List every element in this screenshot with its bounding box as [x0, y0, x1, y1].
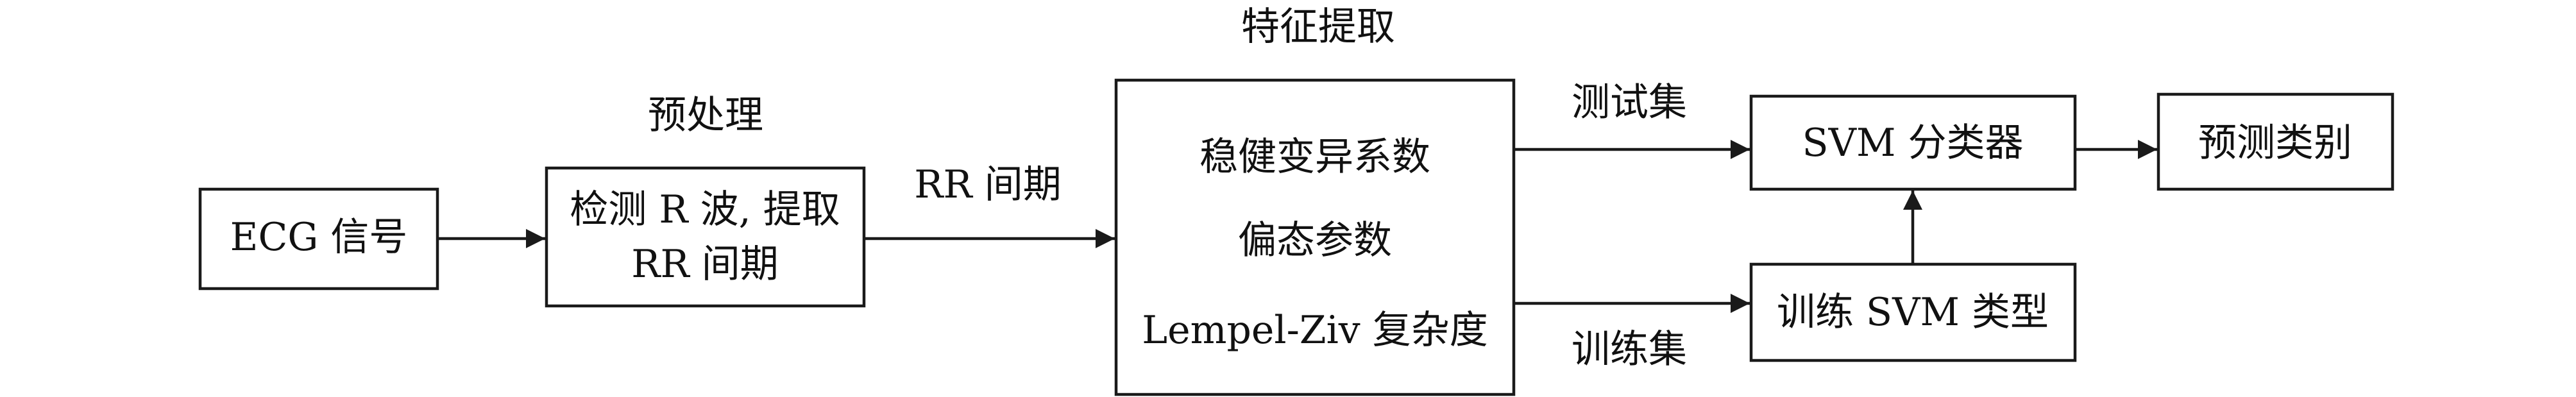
feature-extraction-box — [1114, 78, 1516, 396]
predict-class-label: 预测类别 — [2198, 121, 2352, 165]
train-svm-box — [1749, 262, 2077, 362]
feature-skew: 偏态参数 — [1238, 218, 1392, 263]
detect-r-wave-line1: 检测 R 波, 提取 — [570, 187, 840, 232]
detect-r-wave-line2: RR 间期 — [631, 242, 778, 287]
feature-lz: Lempel-Ziv 复杂度 — [1142, 308, 1487, 353]
ecg-signal-box — [198, 187, 439, 291]
train-svm-label: 训练 SVM 类型 — [1777, 290, 2049, 335]
svm-classifier-box — [1749, 94, 2077, 191]
ecg-signal-label: ECG 信号 — [230, 215, 408, 260]
svm-classifier-label: SVM 分类器 — [1802, 121, 2024, 165]
detect-r-wave-box — [545, 166, 866, 308]
rr-interval-edge-label: RR 间期 — [914, 162, 1061, 207]
predict-class-box — [2157, 92, 2394, 191]
preprocessing-title: 预处理 — [648, 93, 763, 138]
train-set-label: 训练集 — [1572, 327, 1687, 372]
test-set-label: 测试集 — [1572, 80, 1687, 125]
feature-cv: 稳健变异系数 — [1199, 135, 1430, 180]
feature-extraction-title: 特征提取 — [1241, 4, 1395, 49]
